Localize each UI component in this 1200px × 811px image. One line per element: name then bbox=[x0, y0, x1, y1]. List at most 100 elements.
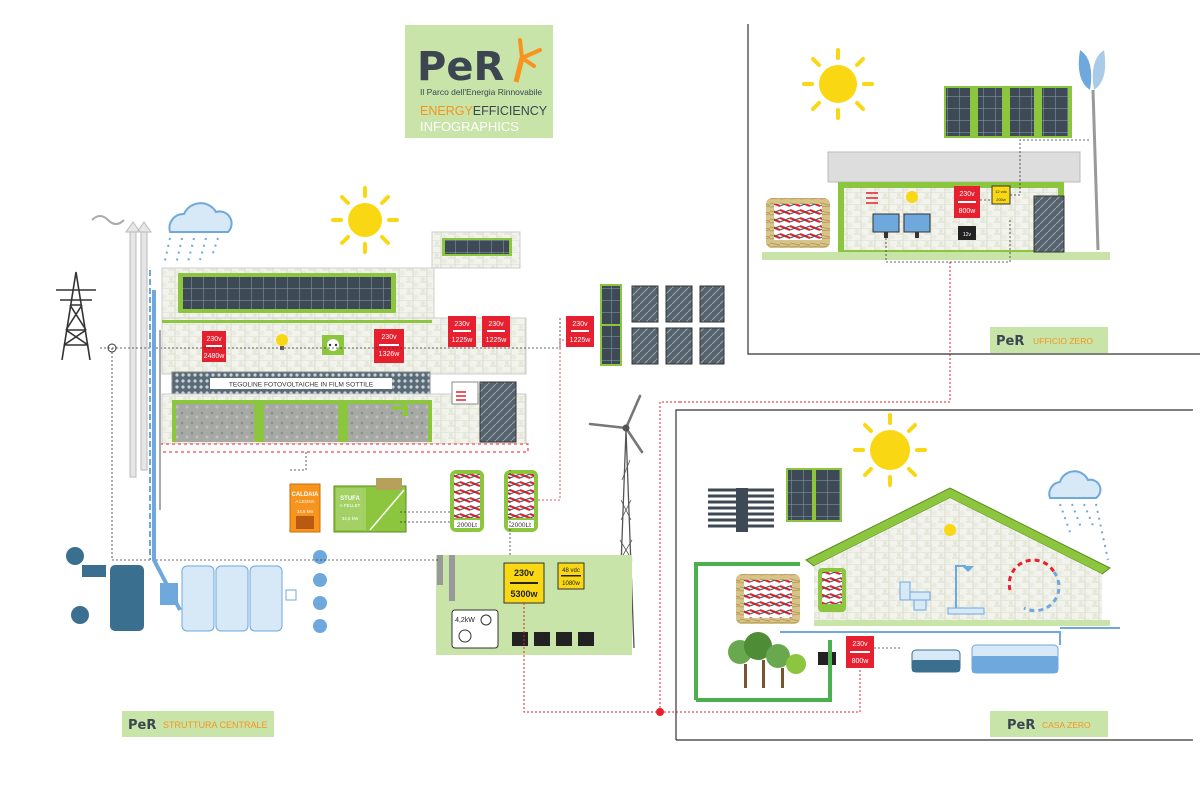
inverter-box: 230v 1225w bbox=[448, 316, 476, 347]
sun-icon bbox=[802, 48, 874, 120]
inverter-voltage: 230v bbox=[488, 321, 504, 328]
tank-label: 2000Lt bbox=[457, 522, 477, 529]
office-battery: 12v bbox=[958, 226, 976, 240]
generator-label: 4,2kW bbox=[455, 617, 475, 624]
light-bulb-icon bbox=[944, 524, 956, 536]
straw-insulation bbox=[766, 198, 830, 248]
badge-logo: PeR bbox=[1007, 718, 1035, 733]
light-bulb-icon bbox=[906, 191, 918, 203]
dc-voltage: 48 vdc bbox=[562, 568, 580, 574]
water-tank: 2000Lt bbox=[450, 470, 484, 532]
water-tank: 2000Lt bbox=[504, 470, 538, 532]
straw-insulation bbox=[736, 574, 800, 624]
vertical-wind-turbine-icon bbox=[1078, 50, 1106, 251]
office-battery-label: 12v bbox=[963, 232, 972, 238]
rainwater-tanks bbox=[911, 644, 1059, 674]
wiring-lines bbox=[885, 139, 1090, 263]
header-logo: PeR Il Parco dell'Energia Rinnovabile EN… bbox=[405, 25, 553, 138]
caldaia-sub: A LEGNA bbox=[295, 499, 314, 504]
pellet-stove: STUFA A PELLET 34,5 kW bbox=[333, 478, 407, 533]
charge-controller: 12 vdc 200w bbox=[991, 185, 1011, 205]
tank-label: 2000Lt bbox=[511, 522, 531, 529]
tag-efficiency: EFFICIENCY bbox=[473, 104, 548, 118]
toilet-icon bbox=[899, 581, 931, 611]
tag-infographics: INFOGRAPHICS bbox=[420, 119, 519, 134]
office-inverter-voltage: 230v bbox=[959, 191, 975, 198]
solar-panel-roof bbox=[183, 277, 391, 309]
ctrl-bot: 200w bbox=[996, 197, 1006, 202]
main-inverter: 230v 5300w bbox=[503, 562, 545, 604]
main-inverter-watts: 5300w bbox=[510, 589, 538, 599]
inverter-watts: 1225w bbox=[452, 337, 474, 344]
evacuated-tube-collector bbox=[706, 486, 776, 534]
office-inverter: 230v 800w bbox=[954, 186, 980, 218]
inverter-box: 230v 2480w bbox=[202, 331, 226, 362]
office-inverter-watts: 800w bbox=[959, 208, 977, 215]
inverter-watts: 1326w bbox=[379, 351, 401, 358]
office-zero-panel: 230v 800w 12 vdc 200w 12v PeR UFFICIO ZE… bbox=[747, 24, 1200, 355]
main-inverter-voltage: 230v bbox=[514, 568, 534, 578]
junction-node bbox=[107, 343, 117, 353]
inverter-voltage: 230v bbox=[381, 334, 397, 341]
house-zero-panel: 230v 800w PeR CASA ZERO bbox=[675, 409, 1193, 741]
generator: 4,2kW bbox=[451, 609, 499, 649]
inverter-watts: 1225w bbox=[486, 337, 508, 344]
inverter-voltage: 230v bbox=[206, 336, 222, 343]
airflow-circle bbox=[1007, 558, 1061, 613]
office-label-badge: PeR UFFICIO ZERO bbox=[990, 327, 1108, 353]
caldaia-title: CALDAIA bbox=[292, 492, 320, 498]
house-label-badge: PeR CASA ZERO bbox=[990, 711, 1108, 737]
solar-array bbox=[944, 86, 1072, 138]
solar-array bbox=[600, 284, 725, 366]
house-inverter-watts: 800w bbox=[852, 658, 870, 665]
stufa-sub: A PELLET bbox=[340, 503, 361, 508]
badge-logo: PeR bbox=[128, 718, 156, 733]
house-label: CASA ZERO bbox=[1042, 720, 1091, 730]
chimney-pipe bbox=[91, 215, 152, 478]
central-label-badge: PeR STRUTTURA CENTRALE bbox=[122, 711, 274, 737]
stufa-title: STUFA bbox=[340, 496, 360, 502]
ctrl-top: 12 vdc bbox=[995, 189, 1007, 194]
office-label: UFFICIO ZERO bbox=[1033, 336, 1093, 346]
inverter-voltage: 230v bbox=[572, 321, 588, 328]
solar-thermal-collector bbox=[1033, 195, 1065, 253]
sun-icon bbox=[853, 413, 927, 487]
house-battery bbox=[818, 652, 836, 665]
dc-controller: 48 vdc 1080w bbox=[557, 562, 585, 590]
tag-energy: ENERGY bbox=[420, 104, 473, 118]
heat-arrows-icon bbox=[866, 192, 878, 204]
inverter-watts: 2480w bbox=[204, 353, 226, 360]
stufa-kw: 34,5 kW bbox=[342, 516, 359, 521]
water-usage-icons bbox=[285, 550, 327, 633]
water-storage-tanks bbox=[66, 547, 283, 632]
trees-icon bbox=[728, 632, 806, 688]
shower-icon bbox=[947, 565, 985, 615]
solar-thermal-collector bbox=[479, 381, 517, 443]
wind-turbine-logo-icon bbox=[513, 38, 542, 83]
house-inverter-voltage: 230v bbox=[852, 641, 868, 648]
junction-node bbox=[656, 708, 664, 716]
rain-cloud-icon bbox=[1048, 470, 1109, 561]
wood-boiler: CALDAIA A LEGNA 34,5 kW bbox=[289, 483, 321, 533]
rain-cloud-icon bbox=[163, 202, 233, 266]
inverter-box: 230v 1225w bbox=[482, 316, 510, 347]
tagline-line-1: ENERGYEFFICIENCY bbox=[420, 104, 548, 118]
wiring-lines bbox=[694, 562, 1120, 702]
central-structure: TEGOLINE FOTOVOLTAICHE IN FILM SOTTILE bbox=[56, 186, 951, 737]
sun-icon bbox=[331, 186, 399, 254]
logo-subtitle: Il Parco dell'Energia Rinnovabile bbox=[420, 87, 542, 97]
water-tap-icon bbox=[392, 403, 408, 416]
inverter-box: 230v 1225w bbox=[566, 316, 594, 347]
heat-arrows-icon bbox=[456, 391, 466, 401]
power-outlet-icon bbox=[322, 335, 344, 355]
inverter-watts: 1225w bbox=[570, 337, 592, 344]
solar-panel-roof-small bbox=[445, 240, 509, 254]
central-label: STRUTTURA CENTRALE bbox=[163, 720, 268, 730]
electricity-pylon-icon bbox=[56, 271, 96, 361]
house-inverter: 230v 800w bbox=[846, 636, 874, 668]
solar-array bbox=[786, 468, 842, 522]
dc-watts: 1080w bbox=[562, 581, 580, 587]
caldaia-kw: 34,5 kW bbox=[297, 509, 314, 514]
inverter-box: 230v 1326w bbox=[374, 329, 404, 363]
